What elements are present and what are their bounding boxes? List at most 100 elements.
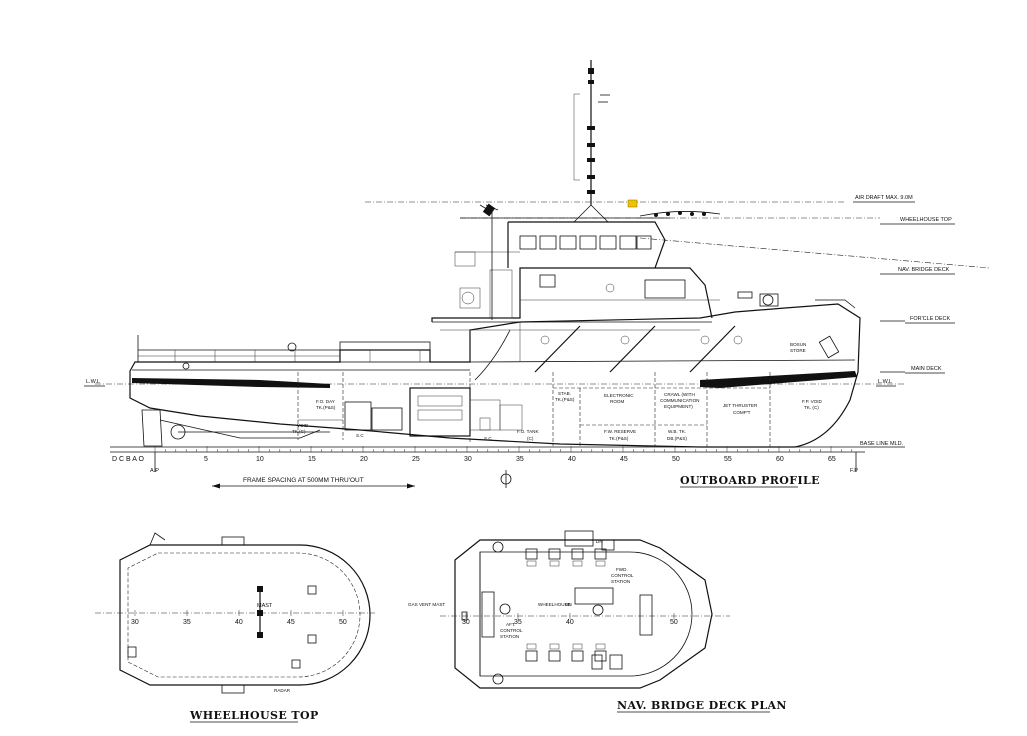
fwd-station-1: FWD. (616, 567, 628, 572)
nav-bridge-deck-line (639, 237, 991, 269)
label-stab-2: TK.(P&S) (555, 397, 575, 402)
lwl-right-label: L.W.L (878, 379, 892, 385)
label-electronic: ELECTRONIC (604, 393, 634, 398)
wheelhouse-frame-label-35: 35 (183, 619, 191, 626)
bootop-stripe-fwd (700, 371, 857, 388)
profile-frame-label-55: 55 (724, 456, 732, 463)
chair-top-2 (548, 548, 561, 560)
mast-label: MAST (257, 603, 273, 609)
chair-bottom-2 (548, 650, 561, 662)
chair-bottom-1 (525, 650, 538, 662)
label-void-2: TK.(C) (292, 429, 306, 434)
frame-spacing-note: FRAME SPACING AT 500MM THRU'OUT (243, 477, 364, 484)
profile-frame-label-35: 35 (516, 456, 524, 463)
profile-frame-label-50: 50 (672, 456, 680, 463)
bridge-chairs (525, 548, 607, 662)
label-electronic-2: ROOM (610, 399, 624, 404)
mast (573, 60, 610, 223)
aft-station-1: AFT. (506, 622, 515, 627)
profile-frame-label-5: 5 (204, 456, 208, 463)
engine-room (344, 329, 523, 437)
profile-frame-label-45: 45 (620, 456, 628, 463)
wheelhouse-profile (460, 199, 721, 320)
aft-station-2: CONTROL (500, 628, 523, 633)
dn-label-2: DN (596, 539, 603, 544)
nav-bridge-deck-level-label: NAV. BRIDGE DECK (898, 267, 950, 273)
bootop-stripe-aft (132, 378, 330, 388)
label-thruster: JET THRUSTER (723, 403, 758, 408)
profile-frame-label-60: 60 (776, 456, 784, 463)
label-void: VOID (297, 423, 309, 428)
label-crawl-3: EQUIPMENT) (664, 404, 693, 409)
profile-frame-label-25: 25 (412, 456, 420, 463)
label-fw-reserve: F.W. RESERVE (604, 429, 636, 434)
compartment-labels: F.O. DAY TK.(P&S) VOID TK.(C) S.C S.C F.… (292, 391, 823, 441)
bridge-frame-label-35: 35 (514, 619, 522, 626)
label-fp-void: F.P. VOID (802, 399, 823, 404)
chair-bottom-3 (571, 650, 584, 662)
label-bosun-2: STORE (790, 348, 806, 353)
wheelhouse-frame-label-50: 50 (339, 619, 347, 626)
hull-outline (129, 303, 861, 448)
chair-bottom-4 (594, 650, 607, 662)
base-line-label: BASE LINE MLD. (860, 441, 904, 447)
bridge-frame-label-40: 40 (566, 619, 574, 626)
label-crawl-1: CRAWL (WITH (664, 392, 695, 397)
bulkheads (297, 372, 771, 447)
profile-frame-label-10: 10 (256, 456, 264, 463)
air-draft-label: AIR DRAFT MAX. 9.0M (855, 195, 913, 201)
aft-letters: D C B A O (112, 456, 144, 463)
label-stab: STAB. (558, 391, 571, 396)
lwl-left-label: L.W.L (86, 379, 100, 385)
label-fo-tank: F.O. TANK (517, 429, 539, 434)
wheelhouse-top-title: WHEELHOUSE TOP (189, 709, 319, 722)
bridge-frame-label-30: 30 (462, 619, 470, 626)
label-fo-day-2: TK.(P&S) (316, 405, 336, 410)
label-fw-reserve-2: TK.(P&S) (609, 436, 629, 441)
chair-top-3 (571, 548, 584, 560)
aft-deck-railing (137, 335, 431, 370)
rudder (141, 409, 163, 447)
label-fp-void-2: TK. (C) (804, 405, 819, 410)
outboard-profile: AIR DRAFT MAX. 9.0M WHEELHOUSE TOP NAV. … (84, 60, 991, 489)
fwd-station-2: CONTROL (611, 573, 634, 578)
deckhouse (431, 251, 743, 373)
aft-console (481, 591, 495, 638)
gas-vent-label: GAS VENT MAST (408, 602, 445, 607)
profile-frame-label-30: 30 (464, 456, 472, 463)
label-wb: W.B. TK. (668, 429, 686, 434)
fwd-console (639, 594, 653, 636)
nav-bridge-deck-plan: GAS VENT MAST WHEELHOUSE DN DN FWD. CONT… (408, 530, 787, 713)
skeg (159, 419, 321, 439)
ap-label: A.P (150, 468, 159, 474)
profile-frame-label-20: 20 (360, 456, 368, 463)
wheelhouse-top-outline (119, 544, 371, 686)
label-sc-2: S.C (484, 436, 492, 441)
aft-station-3: STATION (500, 634, 519, 639)
bridge-frame-label-50: 50 (670, 619, 678, 626)
dn-label-1: DN (565, 602, 572, 607)
focsle-deck-level-label: FOR'CLE DECK (910, 316, 950, 322)
label-thruster-2: COMP'T (733, 410, 751, 415)
label-wb-2: DB.(P&S) (667, 436, 687, 441)
foredeck-equipment: BOSUN STORE (737, 291, 856, 359)
label-bosun: BOSUN (790, 342, 806, 347)
profile-frame-label-65: 65 (828, 456, 836, 463)
fp-label: F.P (850, 468, 858, 474)
label-fo-day: F.O. DAY (316, 399, 335, 404)
chair-top-4 (594, 548, 607, 560)
nav-bridge-title: NAV. BRIDGE DECK PLAN (617, 699, 787, 712)
wheelhouse-top-level-label: WHEELHOUSE TOP (900, 217, 952, 223)
label-sc-1: S.C (356, 433, 364, 438)
profile-frame-label-15: 15 (308, 456, 316, 463)
wheelhouse-frame-label-40: 40 (235, 619, 243, 626)
chart-table (574, 587, 614, 605)
main-deck-level-label: MAIN DECK (911, 366, 942, 372)
chair-top-1 (525, 548, 538, 560)
wheelhouse-room-label: WHEELHOUSE (538, 602, 571, 607)
wheelhouse-frame-label-45: 45 (287, 619, 295, 626)
label-fo-tank-2: (C) (527, 436, 534, 441)
